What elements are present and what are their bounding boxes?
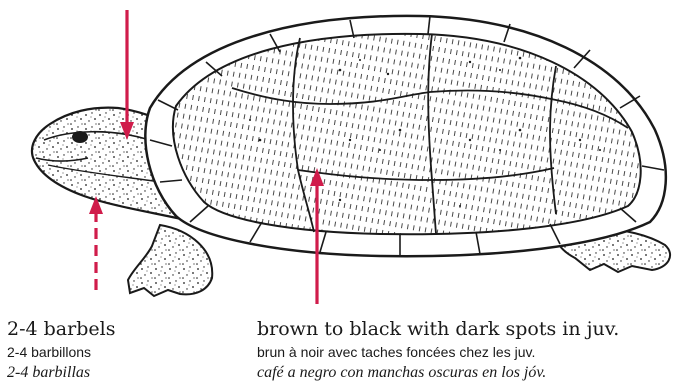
shell-label-es: café a negro con manchas oscuras en los … bbox=[257, 364, 546, 382]
arrow-barbels bbox=[89, 196, 103, 290]
shell-label-fr: brun à noir avec taches foncées chez les… bbox=[257, 344, 535, 360]
barbels-label-es: 2-4 barbillas bbox=[7, 364, 90, 382]
turtle-front-leg bbox=[128, 225, 212, 296]
barbels-label-fr: 2-4 barbillons bbox=[7, 344, 91, 360]
barbels-label-en: 2-4 barbels bbox=[7, 318, 115, 340]
turtle-eye bbox=[72, 131, 88, 143]
shell-label-en: brown to black with dark spots in juv. bbox=[257, 318, 619, 340]
